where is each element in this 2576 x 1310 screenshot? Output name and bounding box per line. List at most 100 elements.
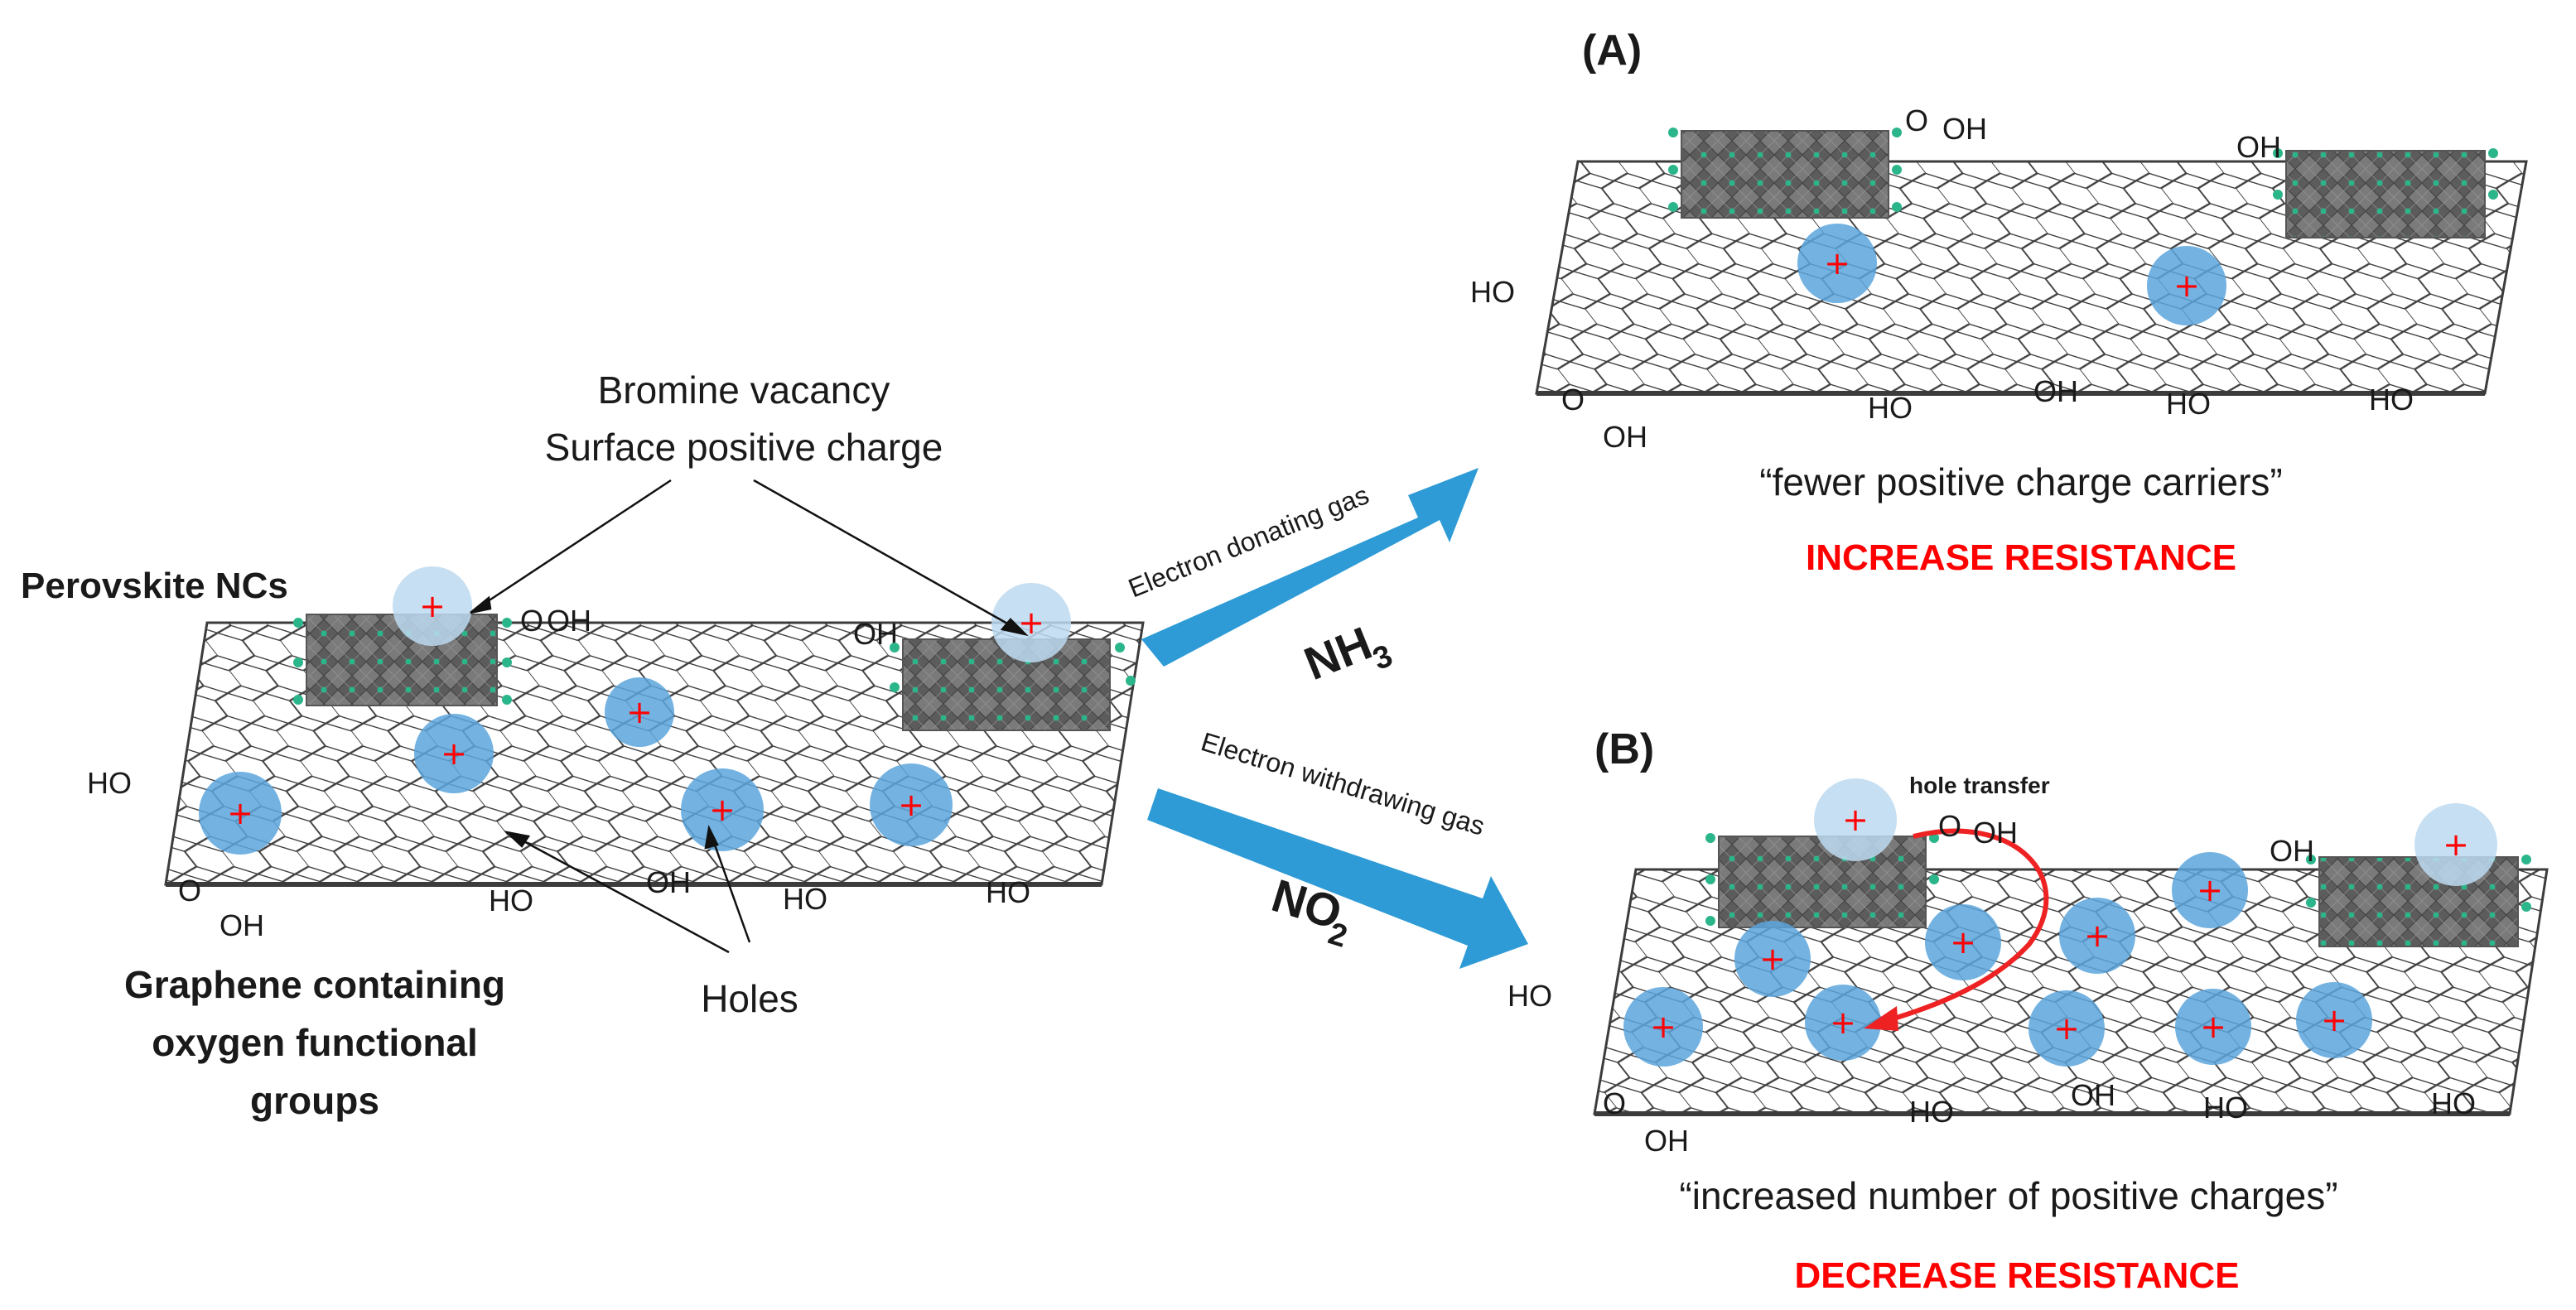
cooh-o-label: O xyxy=(1905,104,1928,137)
perovskite-nanocrystal-icon xyxy=(2273,148,2498,238)
plus-sign: + xyxy=(419,588,446,624)
hole-charge-icon: + xyxy=(2175,989,2251,1065)
perovskite-nanocrystal-icon xyxy=(2306,855,2531,947)
functional-groups-a: O OH OH HO O OH HO OH HO HO xyxy=(1470,104,2414,454)
hole-charge-icon: + xyxy=(1925,904,2001,980)
plus-sign: + xyxy=(1759,941,1786,977)
hole-transfer-label: hole transfer xyxy=(1909,773,2050,798)
graphene-label-line-1: Graphene containing xyxy=(124,963,505,1006)
cooh-o-label: O xyxy=(178,874,201,908)
ho-label: HO xyxy=(1868,391,1913,425)
cooh-o-label: O xyxy=(1603,1086,1626,1120)
hole-charge-icon: + xyxy=(2172,852,2248,928)
hole-charge-icon: + xyxy=(2028,990,2105,1067)
bromine-vacancy-icon: + xyxy=(393,566,472,646)
cooh-oh-label: OH xyxy=(547,604,591,638)
plus-sign: + xyxy=(1830,1004,1856,1041)
hole-charge-icon: + xyxy=(2296,982,2372,1058)
hole-charge-icon: + xyxy=(1623,987,1703,1067)
hole-charge-icon: + xyxy=(199,772,282,855)
ho-label: HO xyxy=(1909,1095,1954,1129)
graphene-label-line-2: oxygen functional xyxy=(152,1021,478,1064)
plus-sign: + xyxy=(2084,917,2110,954)
oh-label: OH xyxy=(2033,374,2078,408)
oh-label: OH xyxy=(2236,130,2281,164)
fewer-carriers-caption: “fewer positive charge carriers” xyxy=(1759,460,2282,503)
oh-label: OH xyxy=(646,865,691,899)
perovskite-label: Perovskite NCs xyxy=(21,566,288,606)
gas-arrow-icon xyxy=(1141,468,1479,667)
bromine-vacancy-icon: + xyxy=(991,583,1071,662)
perovskite-nanocrystal-icon xyxy=(890,638,1136,731)
perovskite-nanocrystal-icon xyxy=(1705,833,1939,928)
plus-sign: + xyxy=(1842,802,1869,838)
bromine-vacancy-label: Bromine vacancy xyxy=(598,368,890,412)
hole-transfer-arrow-icon xyxy=(1864,828,2049,1031)
panel-a-label: (A) xyxy=(1582,26,1642,75)
decrease-resistance-label: DECREASE RESISTANCE xyxy=(1794,1255,2239,1296)
donating-gas-label: Electron donating gas xyxy=(1124,479,1372,603)
nh3-main: NH xyxy=(1297,616,1379,690)
hole-charge-icon: + xyxy=(2147,246,2226,325)
cooh-oh-label: OH xyxy=(1973,816,2018,850)
hole-charge-icon: + xyxy=(870,763,953,846)
plus-sign: + xyxy=(1018,604,1044,641)
cooh-o-label: O xyxy=(1938,809,1961,843)
plus-sign: + xyxy=(2197,872,2223,908)
ho-label: HO xyxy=(783,882,827,916)
gas-arrow-icon xyxy=(1147,788,1528,969)
hole-charge-icon: + xyxy=(414,714,494,793)
cooh-oh-label: OH xyxy=(219,908,264,942)
hole-charge-icon: + xyxy=(1734,921,1811,997)
ho-label: HO xyxy=(1470,275,1515,309)
perovskite-nanocrystal-icon xyxy=(1668,128,1902,219)
plus-sign: + xyxy=(2053,1010,2080,1047)
ho-label: HO xyxy=(1507,979,1552,1013)
hole-charge-icon: + xyxy=(2059,898,2135,974)
ho-label: HO xyxy=(87,766,132,800)
ho-label: HO xyxy=(2203,1091,2248,1125)
plus-sign: + xyxy=(227,795,253,831)
plus-sign: + xyxy=(2173,267,2200,304)
pointer-arrows xyxy=(470,479,1029,954)
increase-resistance-label: INCREASE RESISTANCE xyxy=(1806,537,2236,578)
increased-charges-caption: “increased number of positive charges” xyxy=(1679,1174,2337,1217)
ho-label: HO xyxy=(489,884,533,917)
hole-charge-icon: + xyxy=(605,677,674,747)
nh3-formula: NH 3 xyxy=(1297,616,1397,690)
plus-sign: + xyxy=(898,787,924,823)
bromine-vacancy-icon: + xyxy=(2414,803,2497,886)
plus-sign: + xyxy=(441,735,467,772)
plus-sign: + xyxy=(2321,1002,2347,1038)
cooh-oh-label: OH xyxy=(1644,1124,1689,1158)
panel-b-label: (B) xyxy=(1594,725,1654,773)
oh-label: OH xyxy=(2071,1078,2115,1112)
ho-label: HO xyxy=(2431,1086,2476,1120)
holes-label: Holes xyxy=(701,977,798,1020)
oh-label: OH xyxy=(2270,834,2314,868)
cooh-o-label: O xyxy=(520,604,543,638)
ho-label: HO xyxy=(2369,383,2414,417)
plus-sign: + xyxy=(709,792,736,828)
nh3-subscript: 3 xyxy=(1368,638,1397,677)
graphene-label-line-3: groups xyxy=(250,1079,379,1122)
hole-charge-icon: + xyxy=(681,768,764,851)
cooh-oh-label: OH xyxy=(1942,112,1987,146)
plus-sign: + xyxy=(1950,924,1976,961)
plus-sign: + xyxy=(1650,1009,1676,1045)
ho-label: HO xyxy=(986,875,1030,909)
ho-label: HO xyxy=(2166,387,2211,421)
bromine-vacancy-icon: + xyxy=(1814,778,1897,861)
hole-charge-icon: + xyxy=(1797,224,1877,303)
functional-groups-b: O OH OH HO O OH HO OH HO HO xyxy=(1507,809,2476,1158)
surface-charge-label: Surface positive charge xyxy=(545,426,943,469)
plus-sign: + xyxy=(1824,245,1850,282)
plus-sign: + xyxy=(2443,826,2469,863)
plus-sign: + xyxy=(626,694,653,730)
hole-charge-icon: + xyxy=(1805,985,1881,1061)
plus-sign: + xyxy=(2200,1009,2226,1045)
cooh-o-label: O xyxy=(1561,383,1585,417)
graphene-sheet-a xyxy=(1535,160,2528,396)
cooh-oh-label: OH xyxy=(1603,420,1647,454)
